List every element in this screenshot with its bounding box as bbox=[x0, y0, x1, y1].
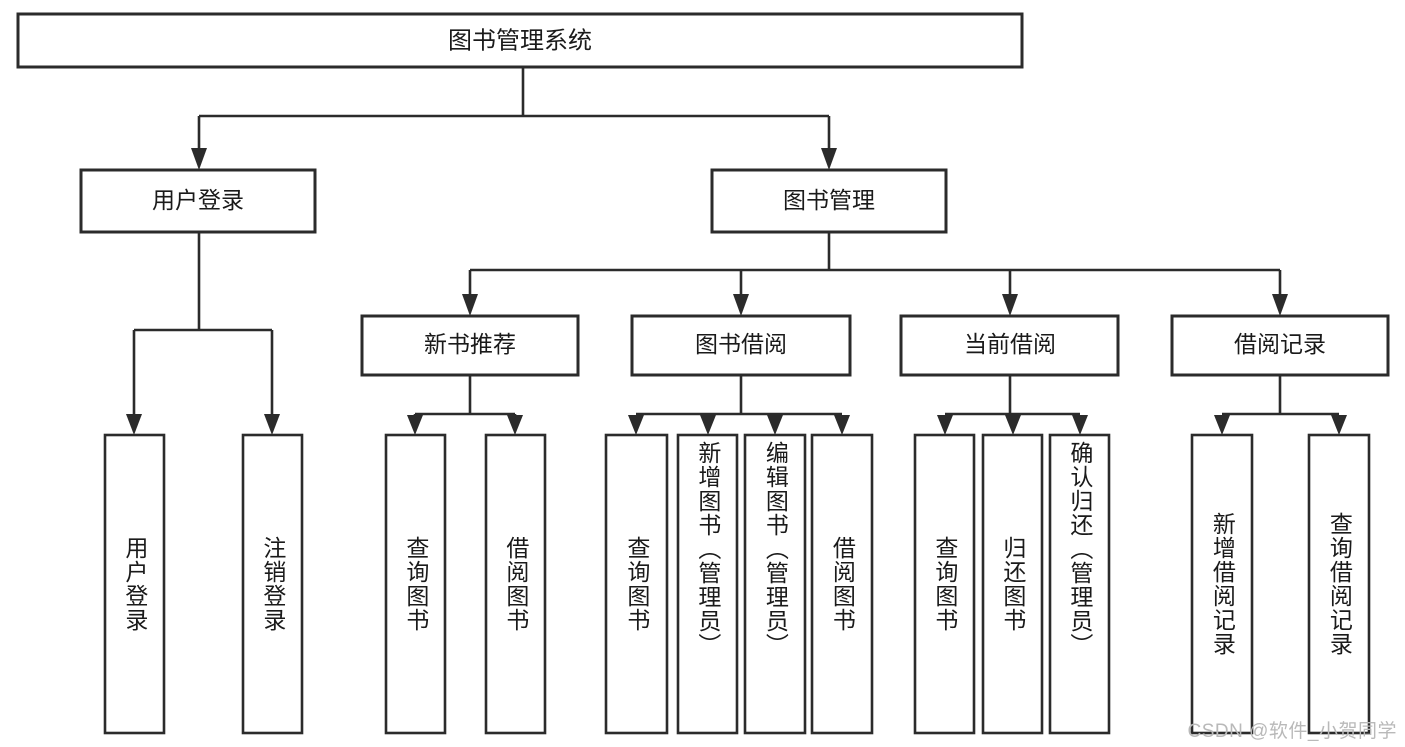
leaf-box-borrow-record-0[interactable] bbox=[1190, 433, 1254, 735]
node-root[interactable]: 图书管理系统 bbox=[16, 12, 1024, 69]
leaf-boxes bbox=[103, 433, 1371, 735]
node-borrow-record-box bbox=[1170, 314, 1390, 377]
node-borrow-record[interactable]: 借阅记录 bbox=[1170, 314, 1390, 377]
arrow-head-icon bbox=[834, 415, 850, 435]
arrow-head-icon bbox=[1214, 415, 1230, 435]
connector-root-to-level2 bbox=[191, 67, 837, 170]
connector-currentborrow-to-leaves bbox=[937, 375, 1088, 435]
connector-newbook-to-leaves bbox=[407, 375, 523, 435]
leaf-box-book-borrow-1[interactable] bbox=[676, 433, 739, 735]
leaf-box-current-borrow-0[interactable] bbox=[913, 433, 976, 735]
node-root-box bbox=[16, 12, 1024, 69]
arrow-head-icon bbox=[821, 148, 837, 170]
arrow-head-icon bbox=[507, 415, 523, 435]
leaf-box-borrow-record-1[interactable] bbox=[1307, 433, 1371, 735]
leaf-box-current-borrow-1[interactable] bbox=[981, 433, 1044, 735]
node-new-book-recommend[interactable]: 新书推荐 bbox=[360, 314, 580, 377]
arrow-head-icon bbox=[462, 294, 478, 316]
node-current-borrow-label: 当前借阅 bbox=[964, 331, 1056, 357]
arrow-head-icon bbox=[700, 415, 716, 435]
arrow-head-icon bbox=[126, 414, 142, 435]
leaf-box-new-book-0[interactable] bbox=[384, 433, 447, 735]
leaf-box-book-borrow-2[interactable] bbox=[743, 433, 807, 735]
connector-userlogin-to-leaves bbox=[126, 232, 280, 435]
leaf-box-new-book-1[interactable] bbox=[484, 433, 547, 735]
node-book-borrow-box bbox=[630, 314, 852, 377]
arrow-head-icon bbox=[1005, 415, 1021, 435]
node-user-login-box bbox=[79, 168, 317, 234]
arrow-head-icon bbox=[264, 414, 280, 435]
node-book-borrow[interactable]: 图书借阅 bbox=[630, 314, 852, 377]
leaf-box-user-login-0[interactable] bbox=[103, 433, 166, 735]
arrow-head-icon bbox=[191, 148, 207, 170]
leaf-box-book-borrow-3[interactable] bbox=[810, 433, 874, 735]
arrow-head-icon bbox=[407, 415, 423, 435]
node-user-login-label: 用户登录 bbox=[152, 187, 244, 213]
leaf-box-current-borrow-2[interactable] bbox=[1048, 433, 1111, 735]
node-book-management-label: 图书管理 bbox=[783, 187, 875, 213]
node-book-borrow-label: 图书借阅 bbox=[695, 331, 787, 357]
node-user-login[interactable]: 用户登录 bbox=[79, 168, 317, 234]
node-root-label: 图书管理系统 bbox=[448, 27, 592, 54]
leaf-box-book-borrow-0[interactable] bbox=[604, 433, 669, 735]
arrow-head-icon bbox=[1331, 415, 1347, 435]
watermark: CSDN @软件_小贺同学 bbox=[1187, 721, 1397, 742]
arrow-head-icon bbox=[1002, 294, 1018, 316]
arrow-head-icon bbox=[937, 415, 953, 435]
node-current-borrow[interactable]: 当前借阅 bbox=[899, 314, 1120, 377]
node-borrow-record-label: 借阅记录 bbox=[1234, 331, 1326, 357]
arrow-head-icon bbox=[628, 415, 644, 435]
node-book-management-box bbox=[710, 168, 948, 234]
node-new-book-recommend-label: 新书推荐 bbox=[424, 331, 516, 357]
arrow-head-icon bbox=[1072, 415, 1088, 435]
leaf-box-user-login-1[interactable] bbox=[241, 433, 304, 735]
arrow-head-icon bbox=[767, 415, 783, 435]
connector-borrowrecord-to-leaves bbox=[1214, 375, 1347, 435]
connector-bookmgmt-to-level3 bbox=[462, 232, 1288, 316]
arrow-head-icon bbox=[733, 294, 749, 316]
node-new-book-recommend-box bbox=[360, 314, 580, 377]
node-current-borrow-box bbox=[899, 314, 1120, 377]
node-book-management[interactable]: 图书管理 bbox=[710, 168, 948, 234]
arrow-head-icon bbox=[1272, 294, 1288, 316]
connector-bookborrow-to-leaves bbox=[628, 375, 850, 435]
